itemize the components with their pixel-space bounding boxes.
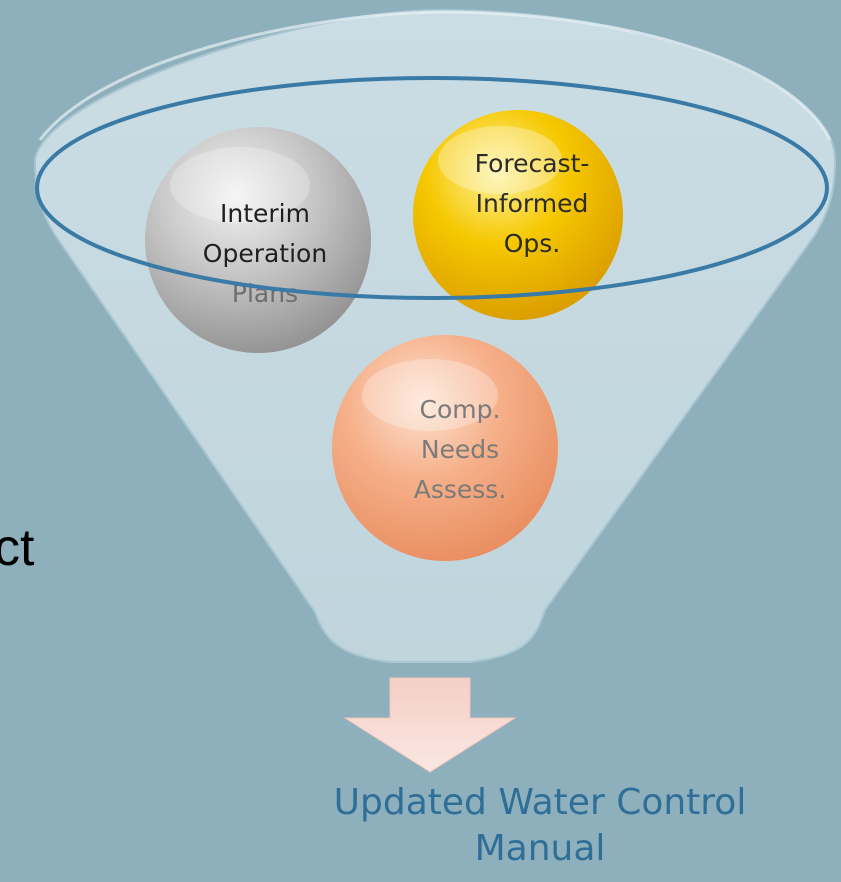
caption-line-2: Manual (474, 828, 606, 869)
output-caption: Updated Water Control Manual (300, 780, 780, 872)
bubble-forecast: Forecast- Informed Ops. (413, 110, 623, 320)
bubble-forecast-line-3: Ops. (504, 229, 561, 258)
partial-text: ct (0, 519, 35, 577)
bubble-needs-line-3: Assess. (414, 475, 507, 504)
bubble-needs-line-1: Comp. (420, 395, 501, 424)
funnel-rim (35, 76, 829, 300)
bubble-forecast-line-2: Informed (476, 189, 589, 218)
bubble-interim: Interim Operation Plans (145, 127, 371, 353)
bubble-forecast-line-1: Forecast- (475, 149, 590, 178)
bubble-needs-line-2: Needs (421, 435, 499, 464)
caption-line-1: Updated Water Control (333, 782, 747, 823)
bubble-needs: Comp. Needs Assess. (332, 335, 558, 561)
funnel-top-highlight (38, 10, 832, 141)
bubble-interim-line-2: Operation (203, 239, 327, 268)
bubble-interim-line-1: Interim (220, 199, 310, 228)
down-arrow-icon (343, 677, 517, 773)
